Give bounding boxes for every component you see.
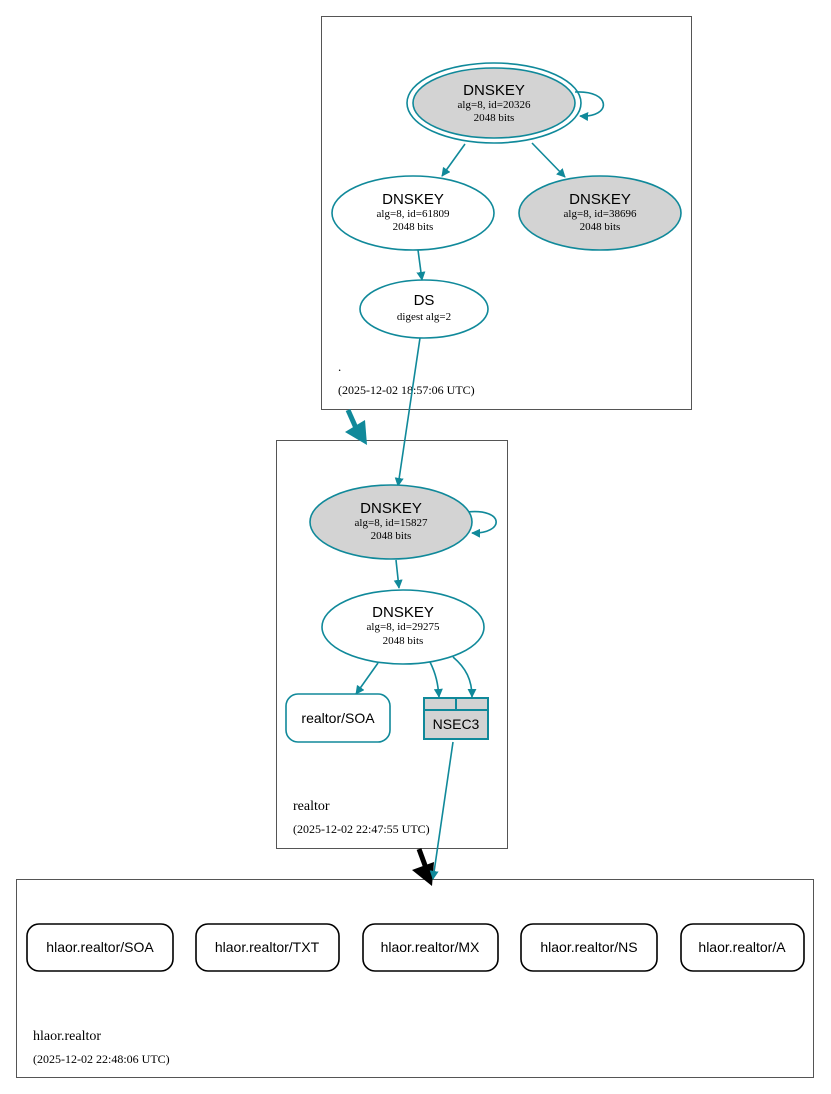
node-root-zsk-title: DNSKEY: [382, 191, 444, 208]
node-root-key3[interactable]: DNSKEY alg=8, id=38696 2048 bits: [518, 175, 682, 251]
node-hlaor-mx-label: hlaor.realtor/MX: [381, 939, 480, 955]
node-root-ksk[interactable]: DNSKEY alg=8, id=20326 2048 bits: [406, 62, 582, 144]
node-hlaor-mx[interactable]: hlaor.realtor/MX: [362, 923, 499, 972]
zone-root-name: .: [338, 359, 341, 374]
node-root-ksk-title: DNSKEY: [463, 82, 525, 99]
edges: [355, 91, 605, 880]
zone-hlaor-name: hlaor.realtor: [33, 1029, 101, 1044]
zone-root-box: [321, 16, 692, 410]
zone-hlaor-box: [16, 879, 814, 1078]
zone-realtor-box: [276, 440, 508, 849]
node-root-key3-line1: alg=8, id=38696: [564, 208, 637, 220]
node-hlaor-a[interactable]: hlaor.realtor/A: [680, 923, 805, 972]
node-root-key3-title: DNSKEY: [569, 191, 631, 208]
node-root-ds-line1: digest alg=2: [397, 311, 451, 323]
zone-realtor-timestamp: (2025-12-02 22:47:55 UTC): [293, 822, 430, 836]
node-root-ds-title: DS: [414, 292, 435, 309]
node-realtor-ksk-line2: 2048 bits: [371, 530, 412, 542]
node-root-ds[interactable]: DS digest alg=2: [359, 279, 489, 339]
node-root-key3-line2: 2048 bits: [580, 221, 621, 233]
node-root-ksk-line2: 2048 bits: [474, 112, 515, 124]
delegation-arrow-root-realtor: [345, 408, 367, 445]
edge-ds-realtor-ksk: [394, 337, 421, 487]
node-hlaor-a-label: hlaor.realtor/A: [698, 939, 786, 955]
edge-root-ksk-zsk: [441, 143, 466, 177]
edge-realtor-ksk-zsk: [393, 559, 403, 589]
edge-root-ksk-key3: [531, 142, 566, 178]
node-hlaor-ns[interactable]: hlaor.realtor/NS: [520, 923, 658, 972]
edge-nsec3-hlaor: [429, 741, 454, 880]
node-realtor-soa-label: realtor/SOA: [301, 710, 375, 726]
node-root-zsk[interactable]: DNSKEY alg=8, id=61809 2048 bits: [331, 175, 495, 251]
node-realtor-soa[interactable]: realtor/SOA: [285, 693, 391, 743]
edge-root-zsk-ds: [416, 249, 426, 281]
node-realtor-nsec3-label: NSEC3: [433, 716, 480, 732]
node-realtor-zsk[interactable]: DNSKEY alg=8, id=29275 2048 bits: [321, 589, 485, 665]
node-realtor-ksk-line1: alg=8, id=15827: [355, 517, 428, 529]
delegation-arrow-realtor-hlaor: [412, 848, 434, 886]
edge-realtor-zsk-soa: [355, 662, 379, 695]
node-realtor-ksk-title: DNSKEY: [360, 500, 422, 517]
edge-realtor-ksk-self: [466, 510, 497, 538]
node-root-ksk-line1: alg=8, id=20326: [458, 99, 531, 111]
node-realtor-zsk-title: DNSKEY: [372, 604, 434, 621]
zone-realtor-name: realtor: [293, 799, 330, 814]
edge-realtor-zsk-nsec3-b: [452, 656, 477, 698]
zone-root-timestamp: (2025-12-02 18:57:06 UTC): [338, 383, 475, 397]
node-root-zsk-line1: alg=8, id=61809: [377, 208, 450, 220]
node-hlaor-soa[interactable]: hlaor.realtor/SOA: [26, 923, 174, 972]
node-hlaor-txt-label: hlaor.realtor/TXT: [215, 939, 320, 955]
edge-realtor-zsk-nsec3-a: [429, 661, 443, 698]
node-hlaor-ns-label: hlaor.realtor/NS: [540, 939, 637, 955]
node-realtor-zsk-line1: alg=8, id=29275: [367, 621, 440, 633]
node-realtor-ksk[interactable]: DNSKEY alg=8, id=15827 2048 bits: [309, 484, 473, 560]
node-realtor-zsk-line2: 2048 bits: [383, 635, 424, 647]
node-hlaor-txt[interactable]: hlaor.realtor/TXT: [195, 923, 340, 972]
edge-root-ksk-self: [574, 91, 605, 121]
node-realtor-nsec3[interactable]: NSEC3: [423, 697, 489, 740]
node-hlaor-soa-label: hlaor.realtor/SOA: [46, 939, 154, 955]
zone-hlaor-timestamp: (2025-12-02 22:48:06 UTC): [33, 1052, 170, 1066]
node-root-zsk-line2: 2048 bits: [393, 221, 434, 233]
